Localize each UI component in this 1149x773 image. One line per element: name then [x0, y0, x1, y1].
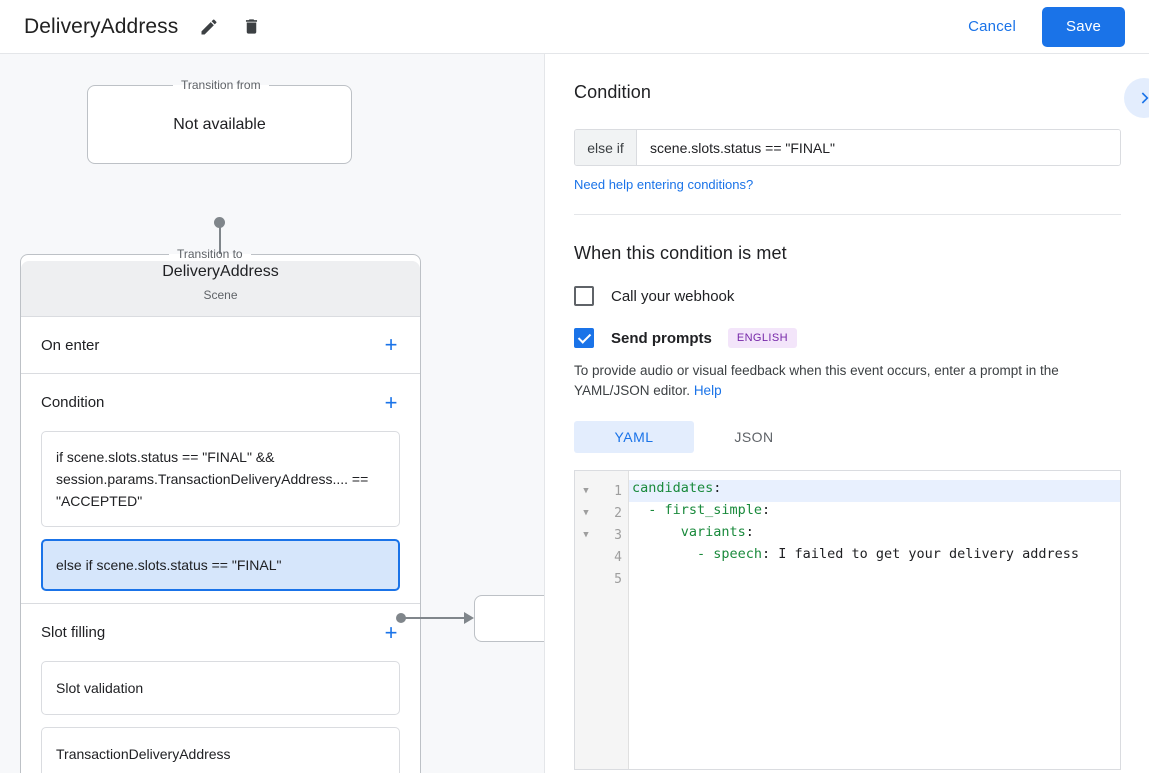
- editor-line-number: 3: [614, 527, 622, 543]
- editor-code-line[interactable]: - speech: I failed to get your delivery …: [629, 546, 1120, 568]
- add-condition-icon[interactable]: +: [384, 389, 398, 415]
- when-condition-met-section: When this condition is met Call your web…: [546, 215, 1149, 770]
- when-condition-met-heading: When this condition is met: [574, 243, 787, 263]
- condition-input-row: else if: [574, 129, 1121, 166]
- condition-help-link[interactable]: Need help entering conditions?: [574, 177, 754, 192]
- webhook-row[interactable]: Call your webhook: [574, 286, 1121, 306]
- editor-line-number: 5: [614, 571, 622, 587]
- prompts-help-link[interactable]: Help: [693, 383, 722, 398]
- transition-from-value: Not available: [173, 115, 266, 133]
- send-prompts-checkbox[interactable]: [574, 328, 594, 348]
- condition-editor-section: Condition else if Need help entering con…: [546, 54, 1149, 215]
- call-webhook-label: Call your webhook: [611, 287, 735, 305]
- cancel-button[interactable]: Cancel: [954, 10, 1030, 43]
- yaml-key-token: - first_simple: [632, 502, 763, 518]
- editor-format-tabs: YAML JSON: [574, 421, 1121, 453]
- scene-name: DeliveryAddress: [162, 263, 279, 280]
- chevron-right-icon[interactable]: [1124, 78, 1149, 118]
- yaml-key-token: variants: [632, 524, 746, 540]
- section-divider: [574, 214, 1121, 215]
- yaml-key-token: candidates: [632, 480, 714, 496]
- send-prompts-row[interactable]: Send prompts ENGLISH: [574, 328, 1121, 348]
- editor-code-line[interactable]: - first_simple:: [629, 502, 1120, 524]
- on-enter-title: On enter: [41, 336, 100, 354]
- condition-expression-input[interactable]: [637, 130, 1120, 165]
- section-slot-filling: Slot filling + Slot validation Transacti…: [21, 604, 420, 773]
- condition-heading: Condition: [574, 82, 651, 102]
- yaml-value-token: :: [745, 524, 754, 540]
- send-prompts-label: Send prompts: [611, 329, 712, 347]
- editor-gutter-line: ▼2: [575, 502, 628, 524]
- edge-out-arrowhead: [464, 612, 474, 624]
- editor-line-number: 4: [614, 549, 622, 565]
- language-badge: ENGLISH: [727, 328, 797, 348]
- save-button[interactable]: Save: [1042, 6, 1125, 47]
- tab-json[interactable]: JSON: [734, 429, 774, 445]
- pencil-icon[interactable]: [192, 10, 226, 44]
- transition-from-legend: Transition from: [181, 78, 261, 92]
- transition-to-node: Transition to DeliveryAddress Scene On e…: [20, 247, 421, 773]
- editor-code-line[interactable]: candidates:: [629, 480, 1120, 502]
- yaml-value-token: :: [713, 480, 722, 496]
- scene-header[interactable]: DeliveryAddress Scene: [21, 261, 420, 317]
- transition-from-node[interactable]: Transition from Not available: [87, 78, 352, 164]
- scene-type: Scene: [203, 288, 238, 302]
- prompts-helper-sentence: To provide audio or visual feedback when…: [574, 363, 1059, 398]
- editor-line-number: 1: [614, 483, 622, 499]
- condition-prefix-label: else if: [575, 130, 637, 165]
- editor-code-area[interactable]: candidates: - first_simple: variants: - …: [629, 471, 1120, 769]
- slot-filling-list-item[interactable]: Slot validation: [41, 661, 400, 715]
- section-condition: Condition + if scene.slots.status == "FI…: [21, 374, 420, 604]
- edge-out-line: [404, 617, 466, 619]
- tab-yaml[interactable]: YAML: [574, 421, 694, 453]
- condition-header: Condition +: [21, 374, 420, 431]
- fold-triangle-icon[interactable]: ▼: [583, 530, 589, 540]
- page-title: DeliveryAddress: [24, 14, 179, 38]
- yaml-value-token: :: [762, 502, 771, 518]
- editor-code-line[interactable]: variants:: [629, 524, 1120, 546]
- fold-triangle-icon[interactable]: ▼: [583, 508, 589, 518]
- transition-to-legend: Transition to: [177, 247, 243, 261]
- scene-graph-pane: Transition from Not available Transition…: [0, 54, 545, 773]
- top-app-bar: DeliveryAddress Cancel Save: [0, 0, 1149, 54]
- edge-out-dot: [396, 613, 406, 623]
- condition-title: Condition: [41, 394, 105, 411]
- add-slot-filling-icon[interactable]: +: [384, 619, 398, 645]
- editor-gutter-line: ▼3: [575, 524, 628, 546]
- call-webhook-checkbox[interactable]: [574, 286, 594, 306]
- target-stub-node[interactable]: [474, 595, 544, 642]
- add-on-enter-icon[interactable]: +: [384, 332, 398, 357]
- editor-gutter-line: 4: [575, 546, 628, 568]
- slot-filling-header: Slot filling +: [21, 604, 420, 661]
- editor-gutter-line: 5: [575, 568, 628, 590]
- fold-triangle-icon[interactable]: ▼: [583, 486, 589, 496]
- prompts-helper-text: To provide audio or visual feedback when…: [574, 361, 1121, 401]
- condition-list-item[interactable]: if scene.slots.status == "FINAL" && sess…: [41, 431, 400, 527]
- editor-gutter-line: ▼1: [575, 480, 628, 502]
- condition-detail-pane: Condition else if Need help entering con…: [546, 54, 1149, 773]
- trash-icon[interactable]: [234, 10, 268, 44]
- slot-filling-title: Slot filling: [41, 624, 106, 641]
- section-on-enter[interactable]: On enter +: [21, 317, 420, 374]
- yaml-key-token: - speech: [632, 546, 763, 562]
- editor-line-number: 2: [614, 505, 622, 521]
- slot-filling-list-item[interactable]: TransactionDeliveryAddress: [41, 727, 400, 773]
- condition-list-item-selected[interactable]: else if scene.slots.status == "FINAL": [41, 539, 400, 591]
- editor-code-line[interactable]: [629, 568, 1120, 590]
- yaml-value-token: : I failed to get your delivery address: [762, 546, 1080, 562]
